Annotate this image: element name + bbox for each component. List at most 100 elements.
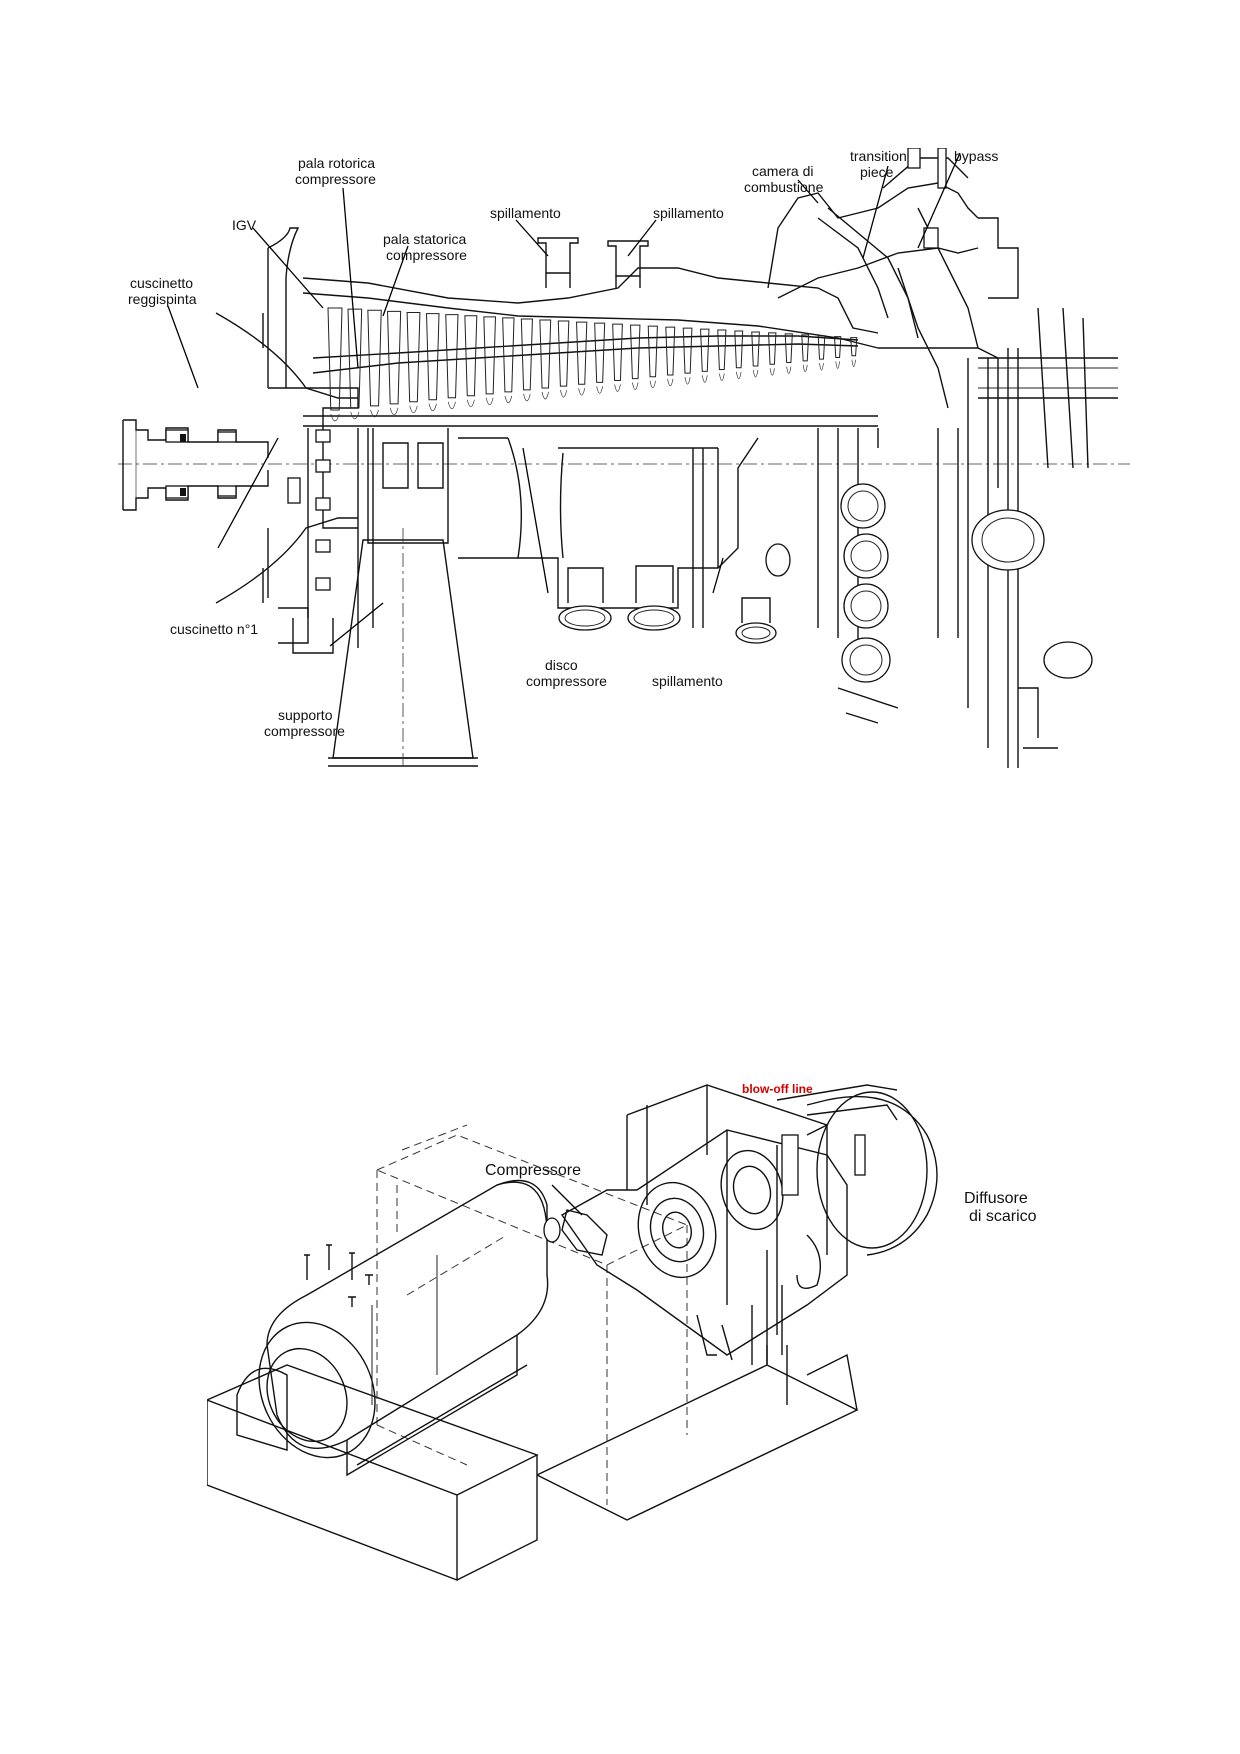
section-drawing-svg: pala rotorica compressore IGV pala stato… xyxy=(118,148,1130,768)
compressor-blade xyxy=(425,313,440,401)
compressor-disc-rim xyxy=(614,384,621,392)
label-pala-rotorica-1: pala rotorica xyxy=(298,155,375,171)
compressor-disc-rim xyxy=(819,363,824,371)
compressor-blade xyxy=(700,328,710,372)
compressor-disc-rim xyxy=(684,377,691,385)
compressor-blade xyxy=(665,326,676,376)
compressor-blade xyxy=(801,334,810,362)
compressor-disc-rim xyxy=(835,361,840,369)
label-pala-statorica-2: compressore xyxy=(386,247,467,263)
compressor-blade xyxy=(850,337,858,357)
compressor-blade xyxy=(539,319,552,389)
label-camera-2: combustione xyxy=(744,179,824,195)
bleed-flanges-lower xyxy=(558,565,777,644)
bleed-pipes-top xyxy=(537,237,649,288)
turbine-assembly xyxy=(560,1084,938,1405)
compressor-blade xyxy=(327,307,343,411)
compressor-blade xyxy=(406,311,421,403)
label-diffusore-1: Diffusore xyxy=(964,1190,1028,1207)
compressor-disc-rim xyxy=(428,403,437,412)
compressor-disc-rim xyxy=(701,375,708,383)
compressor-blade xyxy=(717,329,727,371)
label-bypass: bypass xyxy=(954,148,998,164)
compressor-blade xyxy=(612,323,623,381)
label-transition-2: piece xyxy=(860,164,894,180)
compressor-disc-rim xyxy=(504,395,513,404)
gas-turbine-isometric-drawing: blow-off line Compressore Diffusore di s… xyxy=(207,1075,1077,1615)
label-cuscinetto-reggispinta-2: reggispinta xyxy=(128,291,197,307)
enclosure-outline xyxy=(375,1124,689,1505)
label-pala-statorica-1: pala statorica xyxy=(383,231,466,247)
thrust-bearing-assembly xyxy=(122,419,269,511)
label-spillamento-2: spillamento xyxy=(653,205,724,221)
compressor-blade xyxy=(784,333,793,364)
compressor-blade xyxy=(768,332,777,365)
compressor-blade xyxy=(647,325,658,378)
compressor-blade xyxy=(751,331,760,367)
compressor-blade xyxy=(347,308,363,409)
label-disco-2: compressore xyxy=(526,673,607,689)
compressor-blade xyxy=(833,336,842,358)
label-compressore: Compressore xyxy=(485,1162,581,1179)
label-igv: IGV xyxy=(232,217,257,233)
compressor-disc-rim xyxy=(541,391,549,400)
label-pala-rotorica-2: compressore xyxy=(295,171,376,187)
lower-casing xyxy=(287,428,759,654)
compressor-blade xyxy=(734,330,744,369)
isometric-drawing-svg: blow-off line Compressore Diffusore di s… xyxy=(207,1082,1037,1582)
compressor-blade-rows xyxy=(327,307,858,422)
compressor-blade xyxy=(629,324,641,380)
compressor-disc-rim xyxy=(667,378,674,387)
label-disco-1: disco xyxy=(545,657,578,673)
combustion-section xyxy=(767,148,1118,768)
label-blowoff-line: blow-off line xyxy=(742,1082,813,1096)
compressor-disc-rim xyxy=(769,368,775,376)
label-transition-1: transition xyxy=(850,148,907,164)
leader-lines xyxy=(167,152,961,647)
compressor-disc-rim xyxy=(649,380,656,389)
compressor-disc-rim xyxy=(330,413,340,422)
compressor-disc-rim xyxy=(466,399,475,408)
generator xyxy=(236,1179,561,1477)
compressor-blade xyxy=(367,309,382,407)
compressor-blade xyxy=(520,318,533,391)
compressor-disc-rim xyxy=(851,359,856,368)
compressor-blade xyxy=(502,317,515,393)
label-diffusore-2: di scarico xyxy=(969,1208,1037,1225)
compressor-disc-rim xyxy=(389,407,399,416)
label-cuscinetto-n1: cuscinetto n°1 xyxy=(170,621,258,637)
compressor-support xyxy=(328,528,478,767)
compressor-blade xyxy=(387,310,402,405)
compressor-blade xyxy=(464,315,478,397)
leader-lines-fig2 xyxy=(551,1184,583,1216)
compressor-disc-rim xyxy=(802,364,808,373)
compressor-disc-rim xyxy=(578,388,586,396)
compressor-disc-rim xyxy=(752,369,759,378)
compressor-blade xyxy=(445,314,459,399)
compressor-disc-rim xyxy=(786,366,792,374)
compressor-disc-rim xyxy=(719,373,725,381)
compressor-blade xyxy=(817,335,826,360)
label-cuscinetto-reggispinta-1: cuscinetto xyxy=(130,275,193,291)
generator-base xyxy=(207,1345,859,1582)
compressor-disc-rim xyxy=(523,393,531,402)
compressor-blade xyxy=(483,316,497,395)
inlet-plenum xyxy=(215,227,359,644)
compressor-disc-rim xyxy=(596,386,603,394)
compressor-blade xyxy=(557,320,570,387)
gas-turbine-section-drawing: pala rotorica compressore IGV pala stato… xyxy=(118,148,1130,793)
label-spillamento-3: spillamento xyxy=(652,673,723,689)
generator-studs xyxy=(304,1244,373,1307)
compressor-disc-rim xyxy=(632,382,639,390)
compressor-disc-rim xyxy=(409,405,418,414)
compressor-disc-rim xyxy=(485,397,494,406)
compressor-blade xyxy=(576,321,588,385)
label-supporto-1: supporto xyxy=(278,707,333,723)
label-camera-1: camera di xyxy=(752,163,813,179)
compressor-blade xyxy=(682,327,693,374)
label-supporto-2: compressore xyxy=(264,723,345,739)
compressor-blade xyxy=(594,322,606,383)
combustion-cans-lower xyxy=(765,483,1093,749)
compressor-disc-rim xyxy=(736,371,742,380)
compressor-disc-rim xyxy=(560,390,568,398)
